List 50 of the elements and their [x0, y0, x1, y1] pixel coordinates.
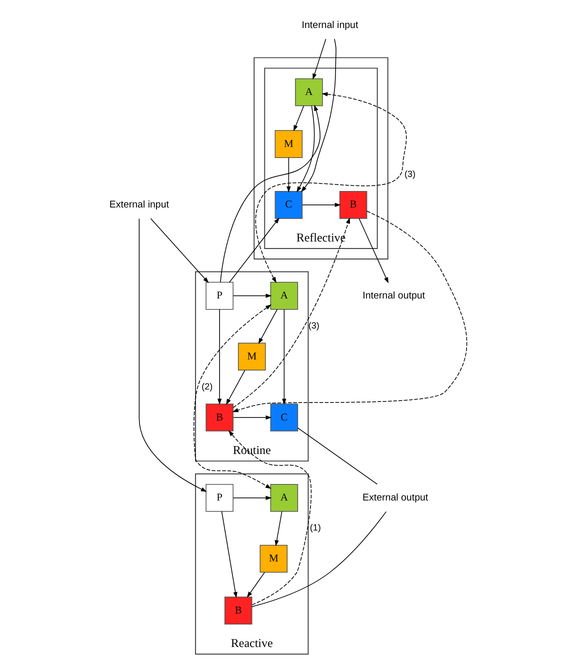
node-text: Internal input [301, 20, 358, 31]
node-box: A [294, 78, 322, 106]
arrow [282, 309, 286, 405]
node-box: B [224, 596, 252, 624]
edge-label: (3) [404, 168, 415, 179]
node-box: A [270, 484, 298, 512]
arrow [150, 218, 208, 284]
connector [251, 511, 386, 608]
arrow [286, 157, 290, 192]
arrow [300, 38, 336, 192]
edge-label: (2) [201, 381, 212, 392]
arrow [220, 104, 320, 283]
arrow [216, 309, 222, 405]
node-text: External input [108, 199, 168, 210]
node-box: B [338, 191, 367, 219]
node-box: P [205, 484, 233, 512]
arrow [296, 105, 314, 192]
node-text: External output [362, 492, 428, 504]
arrow [258, 309, 278, 344]
arrow [232, 217, 350, 408]
arrow [301, 202, 340, 208]
arrow [274, 511, 282, 546]
arrow [228, 218, 279, 283]
arrow [220, 511, 237, 598]
edge-label: (1) [309, 522, 320, 533]
arrow [293, 106, 304, 132]
arrow [232, 415, 272, 420]
node-box: A [270, 282, 298, 310]
arrow [246, 572, 264, 598]
arrow [358, 218, 388, 284]
arrow [232, 496, 272, 500]
node-box: C [274, 191, 302, 219]
connector [296, 428, 378, 485]
node-box: B [205, 404, 233, 432]
node-box: M [259, 544, 288, 573]
arrow [254, 92, 406, 284]
node-text: Internal output [362, 290, 425, 302]
arrow [232, 210, 467, 412]
arrow [232, 294, 272, 298]
cluster [253, 57, 388, 260]
arrow [228, 430, 312, 606]
node-box: M [274, 130, 302, 158]
node-box: C [270, 404, 298, 432]
edge-label: (3) [308, 320, 319, 331]
arrow [138, 218, 206, 492]
arrow [312, 38, 326, 80]
node-box: P [205, 282, 233, 310]
node-box: M [237, 342, 266, 371]
arrow [226, 370, 245, 405]
arrow [193, 304, 272, 489]
